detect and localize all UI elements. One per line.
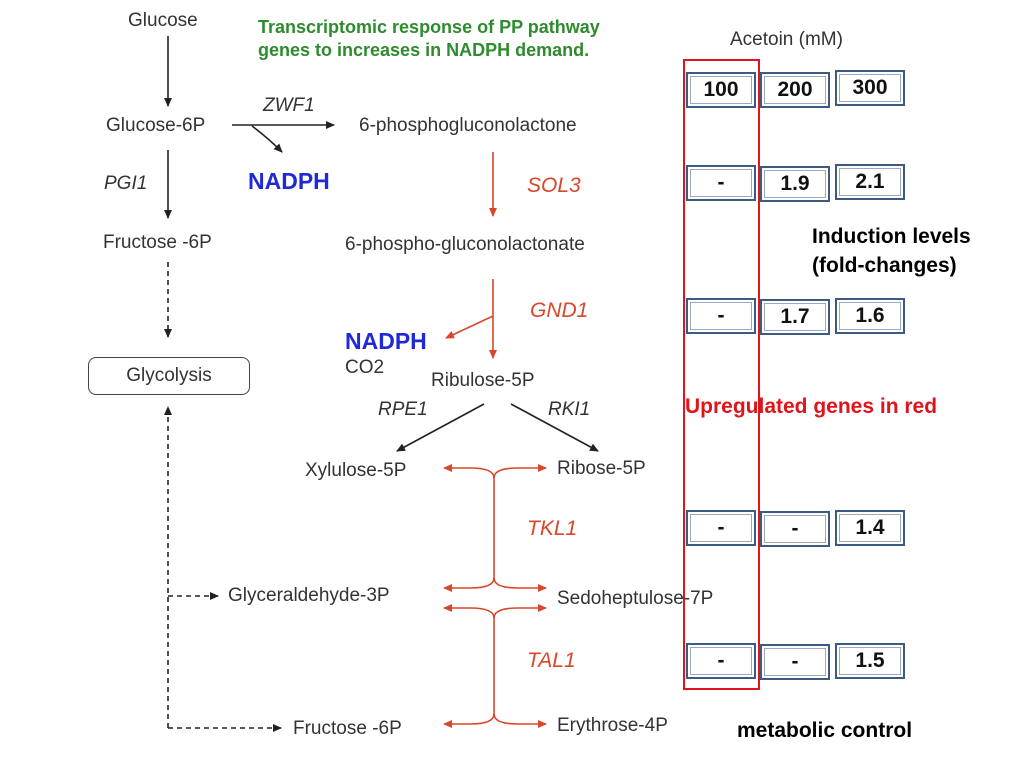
- cell-tkl1-300: 1.4: [835, 510, 905, 546]
- metabolite-glyceraldehyde-3p: Glyceraldehyde-3P: [228, 585, 390, 606]
- title-line-1: Transcriptomic response of PP pathway: [258, 17, 600, 37]
- cell-sol3-200: 1.9: [760, 166, 830, 202]
- gene-sol3: SOL3: [527, 174, 581, 197]
- arrow-zwf1-nadph: [251, 125, 283, 153]
- gene-rpe1: RPE1: [378, 399, 428, 420]
- metabolite-fructose-6p-bottom: Fructose -6P: [293, 718, 402, 739]
- metabolite-erythrose-4p: Erythrose-4P: [557, 715, 668, 736]
- metabolite-ribose-5p: Ribose-5P: [557, 458, 646, 479]
- diagram-title: Transcriptomic response of PP pathway ge…: [258, 16, 600, 62]
- metabolite-6-phospho-gluconolactonate: 6-phospho-gluconolactonate: [345, 234, 585, 255]
- upregulated-note: Upregulated genes in red: [685, 395, 938, 418]
- cell-sol3-100: -: [686, 165, 756, 201]
- metabolite-ribulose-5p: Ribulose-5P: [431, 370, 535, 391]
- induction-line-2: (fold-changes): [812, 254, 957, 277]
- metabolite-sedoheptulose-7p: Sedoheptulose-7P: [557, 588, 714, 609]
- column-header-300: 300: [835, 70, 905, 106]
- induction-levels-note: Induction levels (fold-changes): [812, 222, 971, 280]
- gene-tal1: TAL1: [527, 649, 576, 672]
- gene-tkl1: TKL1: [527, 517, 578, 540]
- induction-line-1: Induction levels: [812, 225, 971, 248]
- cell-gnd1-200: 1.7: [760, 299, 830, 335]
- column-header-100: 100: [686, 72, 756, 108]
- cell-tkl1-100: -: [686, 510, 756, 546]
- title-line-2: genes to increases in NADPH demand.: [258, 40, 590, 60]
- acetoin-header: Acetoin (mM): [730, 29, 843, 50]
- nadph-label-gnd1: NADPH: [345, 328, 427, 354]
- gene-rki1: RKI1: [548, 399, 591, 420]
- nadph-label-zwf1: NADPH: [248, 168, 330, 194]
- arrow-gnd1-nadph: [445, 315, 494, 339]
- metabolite-co2: CO2: [345, 357, 385, 378]
- gene-pgi1: PGI1: [104, 173, 148, 194]
- column-header-200: 200: [760, 72, 830, 108]
- metabolite-fructose-6p-top: Fructose -6P: [103, 232, 212, 253]
- cell-tal1-200: -: [760, 644, 830, 680]
- metabolite-glucose-6p: Glucose-6P: [106, 115, 206, 136]
- cell-tal1-100: -: [686, 643, 756, 679]
- cell-gnd1-300: 1.6: [835, 298, 905, 334]
- metabolic-control-note: metabolic control: [737, 719, 913, 742]
- cell-tkl1-200: -: [760, 511, 830, 547]
- gene-gnd1: GND1: [530, 299, 589, 322]
- cell-tal1-300: 1.5: [835, 643, 905, 679]
- glycolysis-box: Glycolysis: [88, 357, 250, 395]
- arrow-rki1: [510, 403, 599, 452]
- cell-gnd1-100: -: [686, 298, 756, 334]
- gene-zwf1: ZWF1: [263, 95, 315, 116]
- arrow-rpe1: [396, 403, 485, 452]
- metabolite-6-phosphogluconolactone: 6-phosphogluconolactone: [359, 115, 577, 136]
- metabolite-glucose: Glucose: [128, 10, 198, 31]
- column-100-highlight: [683, 59, 760, 690]
- cell-sol3-300: 2.1: [835, 164, 905, 200]
- metabolite-xylulose-5p: Xylulose-5P: [305, 460, 407, 481]
